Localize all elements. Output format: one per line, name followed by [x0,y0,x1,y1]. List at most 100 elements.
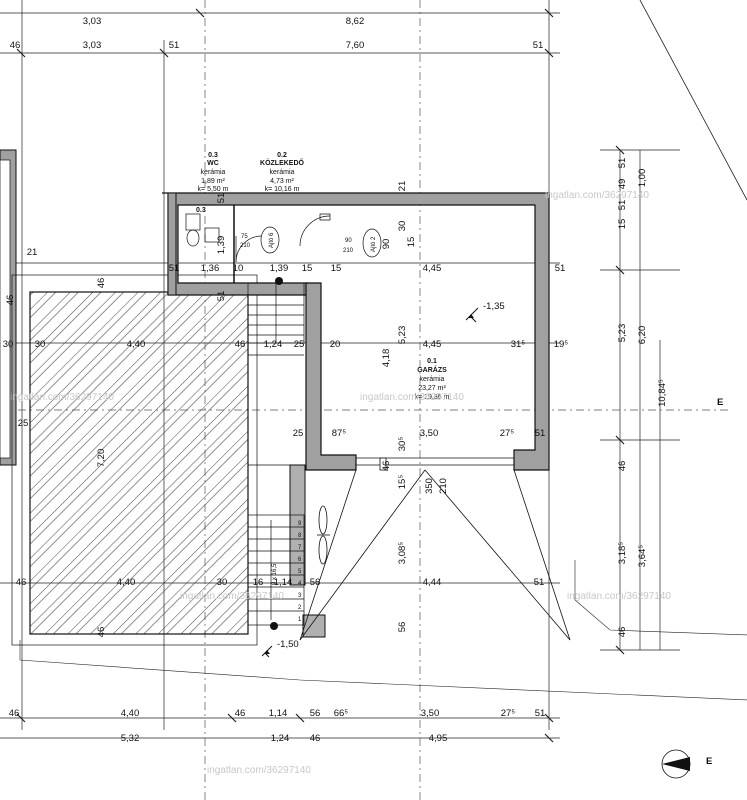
dim-text: 51 [169,263,180,274]
dim-text: 4,40 [121,708,140,719]
watermark: ingatlan.com/36297140 [567,591,671,602]
dim-text: 27⁵ [500,428,515,439]
watermark: ingatlan.com/36297140 [360,392,464,403]
bicycle-icon [317,505,330,565]
stair-step-numbers: 9 8 7 6 5 4 3 2 1 [298,521,302,623]
dim-text: 90 [381,239,392,250]
dim-text: 31⁵ [511,339,526,350]
vertical-dimensions: 51 1,39 51 21 30 15 90 5,23 4,18 30⁵ 46 … [5,181,449,638]
stair-label: 9 x 16,5 [272,563,278,585]
dim-text: 46 [235,708,246,719]
door-6-size-h: 210 [240,243,251,249]
room-garage-floor: kerámia [420,376,445,383]
inner-dimensions: 51 1,36 10 1,39 15 15 4,45 51 30 4,40 46… [3,247,569,588]
dim-text: 1,00 [637,169,648,188]
plot-line-bottom [19,640,747,701]
door-tag-2-label: Ajtó 2 [371,236,377,252]
stairs-upper [247,282,305,466]
dim-text: 10,84⁵ [657,379,668,407]
dim-text: 25 [18,418,29,429]
dim-text: 46 [16,577,27,588]
dim-text: 3,50 [421,708,440,719]
dim-text: 1,39 [216,236,227,255]
watermark: ingatlan.com/36297140 [545,190,649,201]
terrace-outline [11,274,258,646]
door-swings [235,215,331,263]
room-wc-perimeter: k= 5,50 m [198,186,229,193]
dim-text: 4,44 [423,577,442,588]
dim-text: 21 [27,247,38,258]
dim-text: 30 [397,221,408,232]
dim-text: 15 [331,263,342,274]
dim-text: 19⁵ [554,339,569,350]
dim-text: 4,45 [423,339,442,350]
dim-text: 6,20 [637,326,648,345]
door-tag-6: Ajtó 6 75 210 [240,226,280,254]
dim-text: 5,23 [617,324,628,343]
stair-step-number: 5 [298,569,302,575]
room-garage-number: 0.1 [427,358,437,365]
dim-text: 1,39 [270,263,289,274]
north-mark: E [706,756,712,767]
room-corridor-area: 4,73 m² [270,178,294,185]
dim-text: 87⁵ [332,428,347,439]
building-walls [162,192,550,638]
dim-text: 46 [310,733,321,744]
dim-text: 20 [330,339,341,350]
dim-text: 4,95 [429,733,448,744]
room-garage-name: GARÁZS [417,365,447,374]
door-2-size-h: 210 [343,248,354,254]
top-dimensions: 3,03 8,62 46 3,03 51 7,60 51 [10,16,544,51]
stair-step-number: 3 [298,593,302,599]
neighbour-building [0,149,17,466]
dim-text: 46 [617,461,628,472]
dim-text: 51 [533,40,544,51]
dim-text: 1,36 [201,263,220,274]
stair-step-number: 2 [298,605,302,611]
site-boundary [639,0,747,201]
dim-text: 21 [397,181,408,192]
dim-text: 49 [617,179,628,190]
section-mark: E [717,397,723,408]
right-dimensions: 51 49 51 1,00 15 5,23 6,20 10,84⁵ 46 3,1… [617,158,668,638]
dim-text: 56 [310,708,321,719]
wc-fixtures [185,213,331,247]
garage-door-opening [299,457,571,641]
stairs-lower [247,514,305,626]
room-label-garage: 0.1 GARÁZS kerámia 23,27 m² k= 19,36 m [415,358,450,401]
stair-step-number: 8 [298,533,302,539]
dim-text: 3,50 [420,428,439,439]
level-marker-terrace: -1,50 [261,639,299,658]
bottom-dimensions: 46 4,40 46 1,14 56 66⁵ 3,50 27⁵ 51 5,32 … [9,708,546,744]
room-label-corridor: 0.2 KÖZLEKEDŐ kerámia 4,73 m² k= 10,16 m [260,152,305,193]
dim-text: 56 [310,577,321,588]
dim-text: 5,32 [121,733,140,744]
dim-text: 46 [96,627,107,638]
dim-text: 3,03 [83,16,102,27]
dim-text: 25 [294,339,305,350]
dim-text: 51 [169,40,180,51]
dim-text: 51 [617,158,628,169]
dim-text: 46 [5,295,16,306]
dim-text: 350 [424,478,435,494]
dim-text: 3,64⁵ [637,545,648,567]
dim-text: 46 [617,627,628,638]
dim-text: 15 [406,237,417,248]
room-garage-perimeter: k= 19,36 m [415,394,450,401]
room-corridor-floor: kerámia [270,169,295,176]
room-wc-number: 0.3 [208,152,218,159]
room-wc-name: WC [207,160,219,167]
door-tag-2: Ajtó 2 90 210 [343,228,382,258]
door-6-size-w: 75 [241,234,248,240]
dim-text: 46 [9,708,20,719]
watermarks: ingatlan.com/36297140 ingatlan.com/36297… [10,190,671,776]
level-marker-garage: -1,35 [465,301,505,323]
dim-text: 51 [534,577,545,588]
dim-text: 46 [10,40,21,51]
dim-text: 51 [535,428,546,439]
stair-step-number: 9 [298,521,302,527]
dim-text: 1,14 [274,577,293,588]
watermark: ingatlan.com/36297140 [10,392,114,403]
stair-step-number: 4 [298,581,302,587]
dim-text: 10 [233,263,244,274]
